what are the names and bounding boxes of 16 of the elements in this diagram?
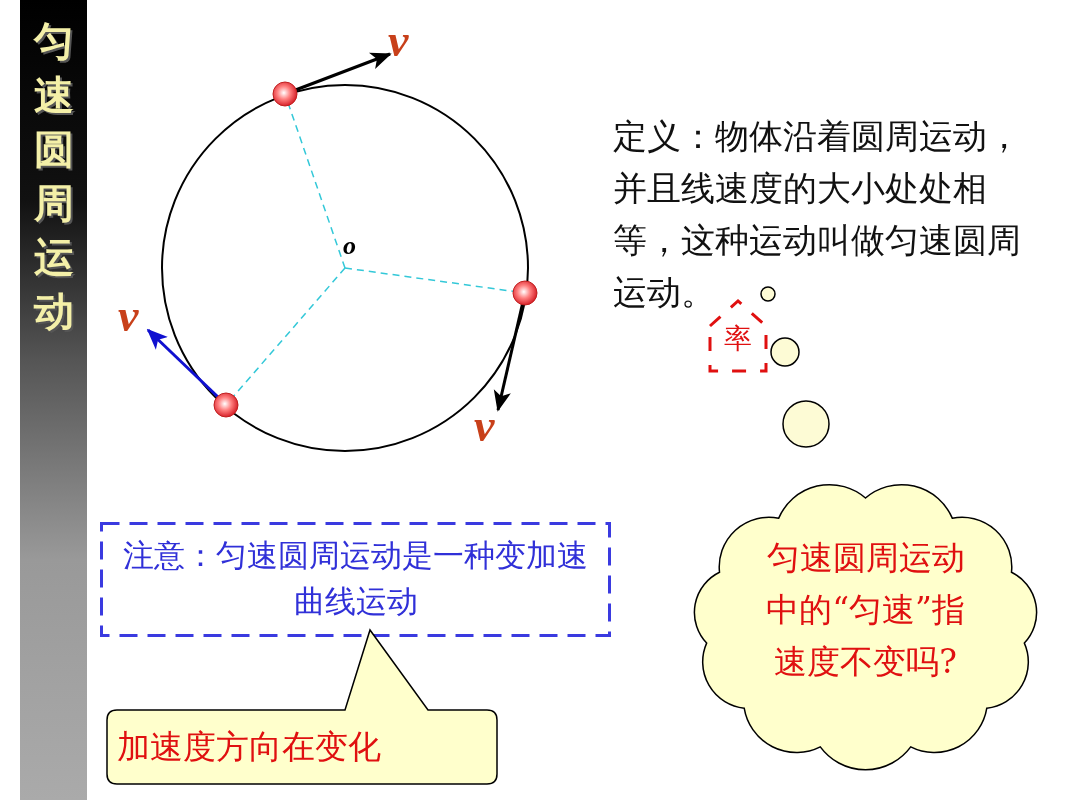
thought-bubble <box>782 400 830 448</box>
thought-bubble <box>770 337 800 367</box>
velocity-label: v <box>388 18 409 64</box>
velocity-label: v <box>118 293 139 339</box>
note-box <box>100 522 611 637</box>
title-text: 匀速圆周运动 <box>32 17 75 336</box>
velocity-label: v <box>474 403 495 449</box>
cloud-text: 匀速圆周运动中的“匀速”指速度不变吗? <box>765 537 966 683</box>
center-label: o <box>343 232 356 260</box>
stamp-box <box>708 298 768 374</box>
note-text: 注意：匀速圆周运动是一种变加速曲线运动 <box>122 536 589 621</box>
stamp-text: 率 <box>723 321 753 357</box>
callout-box <box>107 628 497 784</box>
callout-text: 加速度方向在变化 <box>117 726 382 768</box>
thought-bubble <box>760 286 776 302</box>
definition-text: 定义：物体沿着圆周运动，并且线速度的大小处处相等，这种运动叫做匀速圆周运动。 <box>613 115 1022 314</box>
